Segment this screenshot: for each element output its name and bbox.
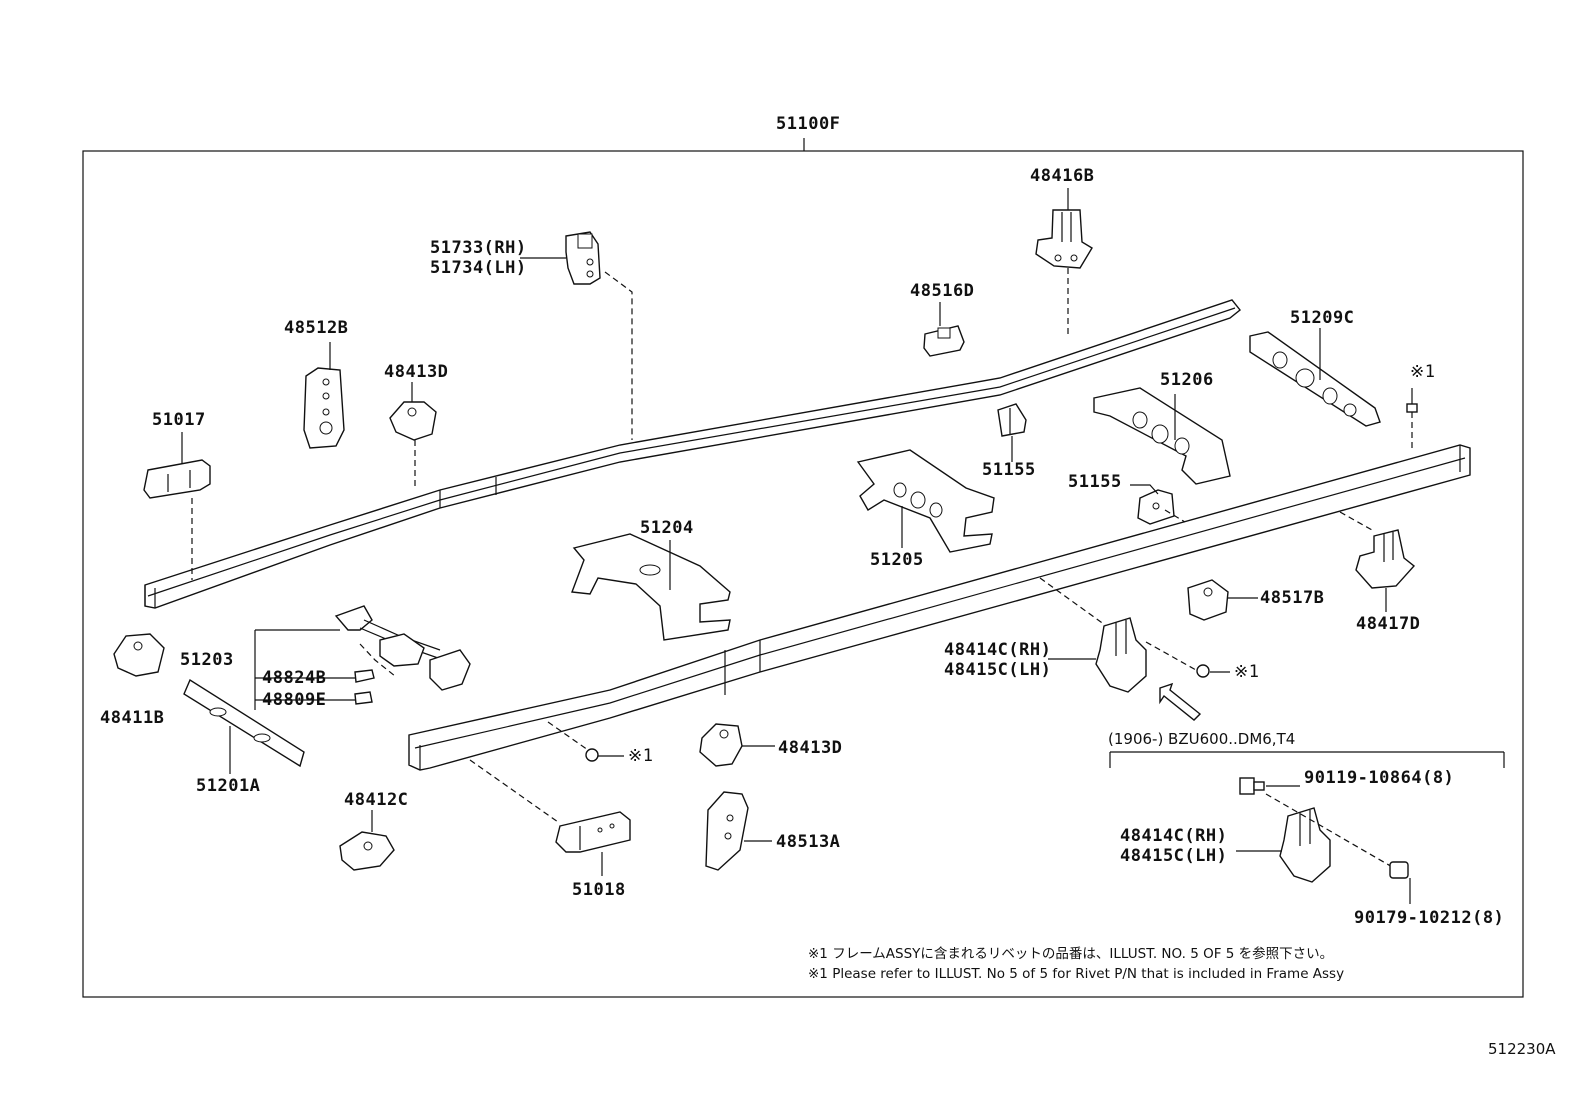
rivet-mid-right	[1196, 664, 1230, 678]
bracket-48417D	[1355, 529, 1416, 589]
part-label-51018: 51018	[572, 880, 626, 900]
part-label-51203: 51203	[180, 650, 234, 670]
part-label-48516D: 48516D	[910, 281, 975, 301]
note-english: ※1 Please refer to ILLUST. No 5 of 5 for…	[808, 966, 1345, 982]
part-label-90179: 90179-10212(8)	[1354, 908, 1505, 928]
part-label-51733: 51733(RH)	[430, 238, 527, 258]
part-label-48417D: 48417D	[1356, 614, 1421, 634]
part-label-48414C-variant: 48414C(RH)	[1120, 826, 1228, 846]
nut-90179	[1389, 861, 1409, 879]
part-label-48824B: 48824B	[262, 668, 327, 688]
bracket-51155-b	[1137, 489, 1175, 525]
rivet-top-right	[1406, 388, 1418, 413]
part-label-48415C: 48415C(LH)	[944, 660, 1052, 680]
part-label-48413D-bottom: 48413D	[778, 738, 843, 758]
part-label-48513A: 48513A	[776, 832, 841, 852]
crossmember-51203	[334, 605, 471, 691]
crossmember-51201A	[183, 678, 305, 768]
crossmember-51205	[856, 449, 995, 553]
part-label-51155-b: 51155	[1068, 472, 1122, 492]
bracket-48413D-top	[389, 401, 437, 441]
part-label-51206: 51206	[1160, 370, 1214, 390]
bolt-90119	[1239, 777, 1265, 795]
rivet-mark-top-right: ※1	[1410, 362, 1436, 382]
frame-border	[82, 150, 1524, 998]
rivet-mark-mid-right: ※1	[1234, 662, 1260, 682]
part-label-51201A: 51201A	[196, 776, 261, 796]
crossmember-51206	[1093, 387, 1231, 485]
bracket-48513A	[705, 791, 749, 871]
bracket-51017	[143, 459, 211, 499]
part-label-48416B: 48416B	[1030, 166, 1095, 186]
right-frame-rail	[408, 444, 1471, 771]
bracket-51155-a	[997, 403, 1027, 437]
part-label-48517B: 48517B	[1260, 588, 1325, 608]
bracket-51018	[555, 811, 631, 853]
bracket-48512B	[303, 367, 345, 449]
part-label-48415C-variant: 48415C(LH)	[1120, 846, 1228, 866]
rivet-mark-bottom-left: ※1	[628, 746, 654, 766]
note-japanese: ※1 フレームASSYに含まれるリベットの品番は、ILLUST. NO. 5 O…	[808, 946, 1334, 962]
bracket-48414C-variant	[1279, 807, 1331, 883]
part-label-51155-a: 51155	[982, 460, 1036, 480]
part-label-90119: 90119-10864(8)	[1304, 768, 1455, 788]
bracket-48416B	[1035, 209, 1093, 269]
left-frame-rail	[144, 299, 1241, 609]
bracket-48412C	[339, 831, 395, 871]
part-label-48414C: 48414C(RH)	[944, 640, 1052, 660]
part-label-51017: 51017	[152, 410, 206, 430]
bracket-51733	[565, 231, 601, 285]
crossmember-51209C	[1249, 331, 1381, 427]
part-label-48512B: 48512B	[284, 318, 349, 338]
part-label-51204: 51204	[640, 518, 694, 538]
bracket-48516D	[923, 325, 965, 357]
direction-arrow-icon	[1159, 682, 1202, 721]
part-label-51209C: 51209C	[1290, 308, 1355, 328]
part-label-51734: 51734(LH)	[430, 258, 527, 278]
bracket-48414C	[1095, 617, 1147, 693]
bracket-48413D-bottom	[699, 723, 743, 767]
part-label-51205: 51205	[870, 550, 924, 570]
variant-group	[1109, 751, 1505, 768]
part-label-48411B: 48411B	[100, 708, 165, 728]
part-label-48412C: 48412C	[344, 790, 409, 810]
crossmember-51204	[571, 533, 731, 641]
part-label-48413D-top: 48413D	[384, 362, 449, 382]
assembly-label: 51100F	[776, 114, 841, 134]
figure-code: 512230A	[1488, 1040, 1556, 1058]
rivet-bottom-left	[585, 748, 624, 762]
variant-group-label: (1906-) BZU600..DM6,T4	[1108, 730, 1296, 748]
bracket-48411B	[113, 633, 165, 677]
bracket-48517B	[1187, 579, 1229, 621]
part-label-48809E: 48809E	[262, 690, 327, 710]
